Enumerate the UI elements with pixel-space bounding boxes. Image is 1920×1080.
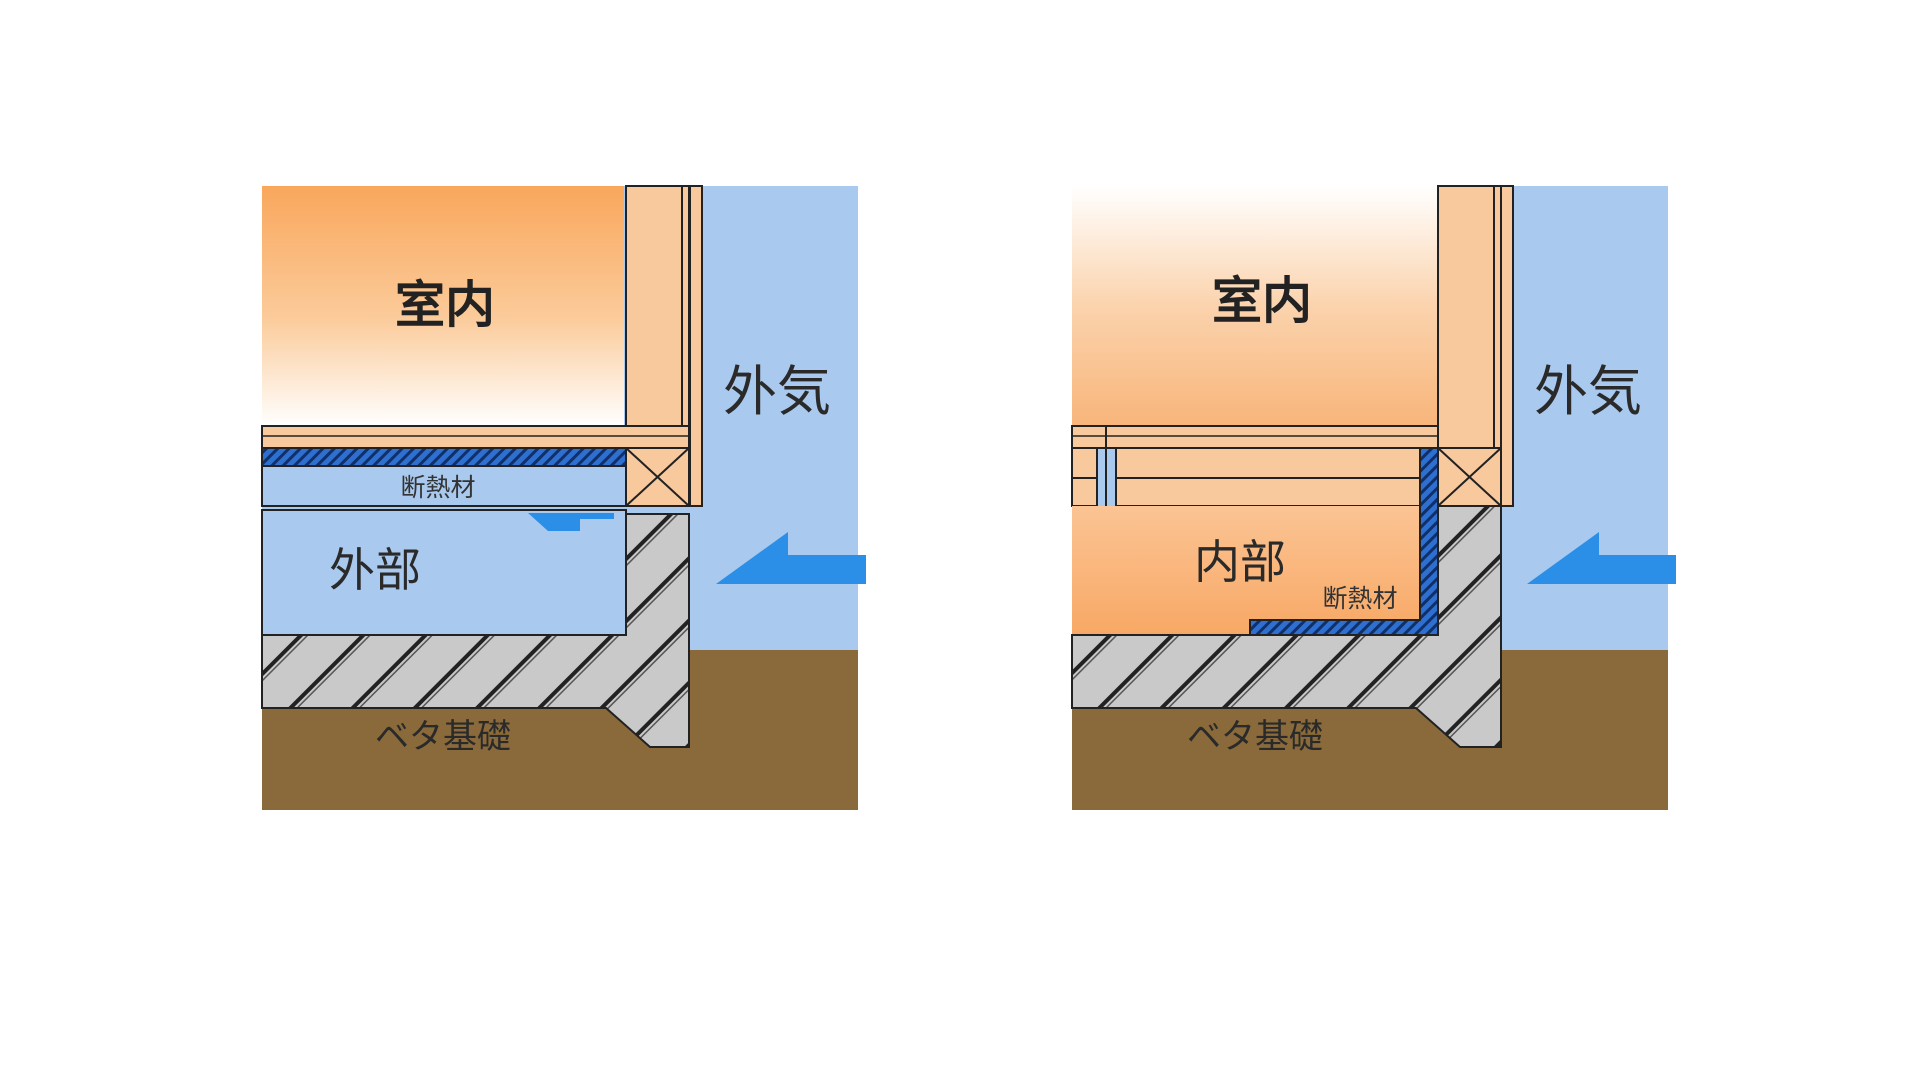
left-floor-insulation	[261, 447, 627, 467]
left-underfloor-label: 外部	[329, 543, 421, 597]
left-sill-beam	[625, 447, 690, 507]
right-room	[1072, 186, 1438, 426]
left-under-insulation-air	[261, 465, 627, 507]
right-diagram: 室内 外気 内部 断熱材 ベタ基礎	[1071, 185, 1676, 810]
right-sill-beam	[1437, 447, 1502, 507]
right-insulation-label: 断熱材	[1322, 584, 1397, 613]
right-outside-label: 外気	[1534, 360, 1642, 423]
left-insulation-label: 断熱材	[400, 473, 475, 502]
right-foundation-insulation	[1249, 447, 1439, 636]
left-room	[262, 186, 624, 426]
left-small-air-arrow	[528, 513, 614, 531]
left-foundation-label: ベタ基礎	[375, 717, 511, 757]
right-crawlspace	[1072, 506, 1438, 635]
left-foundation	[261, 513, 690, 748]
left-room-label: 室内	[395, 276, 495, 334]
left-wall-outer	[689, 185, 703, 507]
left-diagram: 室内 外気 断熱材 外部 ベタ基礎	[261, 185, 866, 810]
left-outside-label: 外気	[723, 360, 831, 423]
right-floorboard	[1071, 425, 1439, 449]
right-joists	[1071, 426, 1421, 507]
right-wall-outer	[1500, 185, 1514, 507]
right-room-label: 室内	[1212, 272, 1312, 330]
right-underfloor-label: 内部	[1194, 535, 1286, 589]
right-outside-air-arrow	[1527, 532, 1676, 584]
left-floorboard	[261, 425, 690, 449]
right-foundation-label: ベタ基礎	[1187, 717, 1323, 757]
left-outside-air-arrow	[716, 532, 866, 584]
